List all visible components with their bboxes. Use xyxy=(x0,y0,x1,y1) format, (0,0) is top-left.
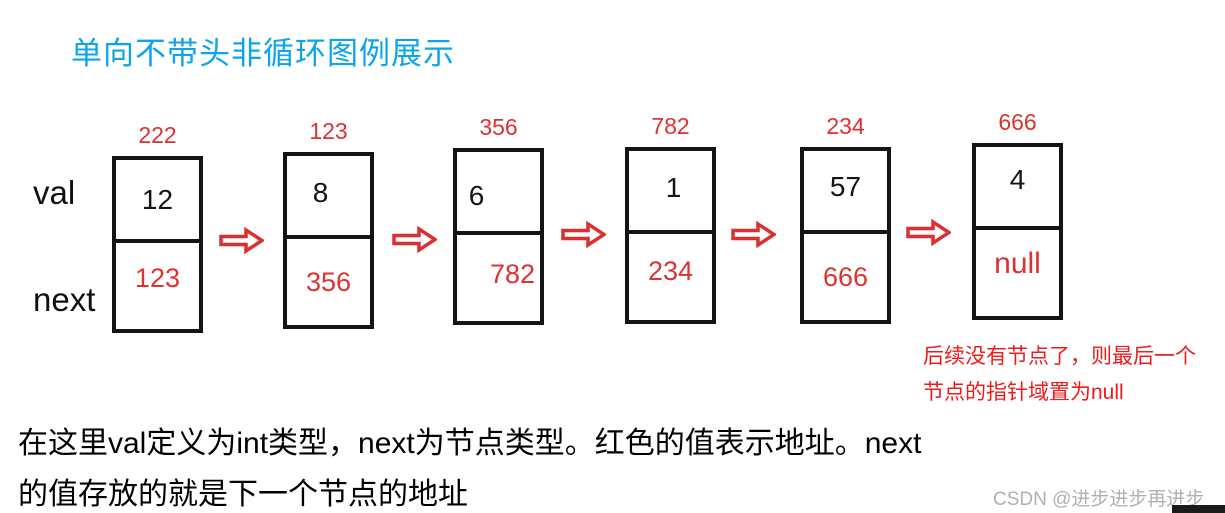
row-label-next: next xyxy=(33,281,96,318)
list-node-2: 123 8 356 xyxy=(283,118,374,329)
corner-bar xyxy=(1172,505,1225,513)
list-node-4: 782 1 234 xyxy=(625,113,716,324)
node-val: 1 xyxy=(665,171,682,203)
node-address: 782 xyxy=(651,113,690,139)
node-next-cell: null xyxy=(976,230,1059,316)
node-val: 8 xyxy=(312,176,329,208)
node-box: 4 null xyxy=(972,143,1063,320)
right-arrow-icon xyxy=(392,226,437,253)
node-val: 12 xyxy=(141,183,174,215)
description-line2: 的值存放的就是下一个节点的地址 xyxy=(18,478,468,511)
node-val-cell: 12 xyxy=(116,160,199,243)
node-val-cell: 57 xyxy=(804,151,887,234)
node-box: 12 123 xyxy=(112,156,203,333)
right-arrow-icon xyxy=(906,219,951,246)
node-next-cell: 234 xyxy=(629,234,712,320)
node-val-cell: 6 xyxy=(457,152,540,235)
node-box: 57 666 xyxy=(800,147,891,324)
list-node-6: 666 4 null xyxy=(972,109,1063,320)
node-next-cell: 782 xyxy=(457,235,540,321)
diagram-title: 单向不带头非循环图例展示 xyxy=(71,36,455,71)
right-arrow-icon xyxy=(561,221,606,248)
null-annotation-line2: 节点的指针域置为null xyxy=(923,381,1124,404)
node-val-cell: 8 xyxy=(287,156,370,239)
row-label-val: val xyxy=(33,174,76,211)
list-node-3: 356 6 782 xyxy=(453,114,544,325)
node-val: 57 xyxy=(829,170,862,202)
null-annotation-line1: 后续没有节点了，则最后一个 xyxy=(923,345,1196,368)
csdn-watermark: CSDN @进步进步再进步 xyxy=(993,489,1205,510)
node-address: 222 xyxy=(138,122,177,148)
node-next-cell: 356 xyxy=(287,239,370,325)
node-box: 1 234 xyxy=(625,147,716,324)
node-box: 8 356 xyxy=(283,152,374,329)
right-arrow-icon xyxy=(731,221,776,248)
node-next: null xyxy=(994,247,1041,280)
node-val-cell: 4 xyxy=(976,147,1059,230)
node-address: 666 xyxy=(998,109,1037,135)
node-next: 123 xyxy=(134,262,181,293)
list-node-5: 234 57 666 xyxy=(800,113,891,324)
node-val: 4 xyxy=(1009,163,1026,195)
node-next: 234 xyxy=(647,255,694,286)
node-address: 356 xyxy=(479,114,518,140)
description-line1: 在这里val定义为int类型，next为节点类型。红色的值表示地址。next xyxy=(18,427,922,460)
node-next-cell: 666 xyxy=(804,234,887,320)
right-arrow-icon xyxy=(219,227,264,254)
list-node-1: 222 12 123 xyxy=(112,122,203,333)
node-next-cell: 123 xyxy=(116,243,199,329)
node-next: 666 xyxy=(822,261,869,292)
node-address: 123 xyxy=(309,118,348,144)
node-box: 6 782 xyxy=(453,148,544,325)
node-address: 234 xyxy=(826,113,865,139)
node-next: 782 xyxy=(489,258,536,289)
node-val: 6 xyxy=(468,179,485,211)
node-next: 356 xyxy=(305,266,352,297)
node-val-cell: 1 xyxy=(629,151,712,234)
